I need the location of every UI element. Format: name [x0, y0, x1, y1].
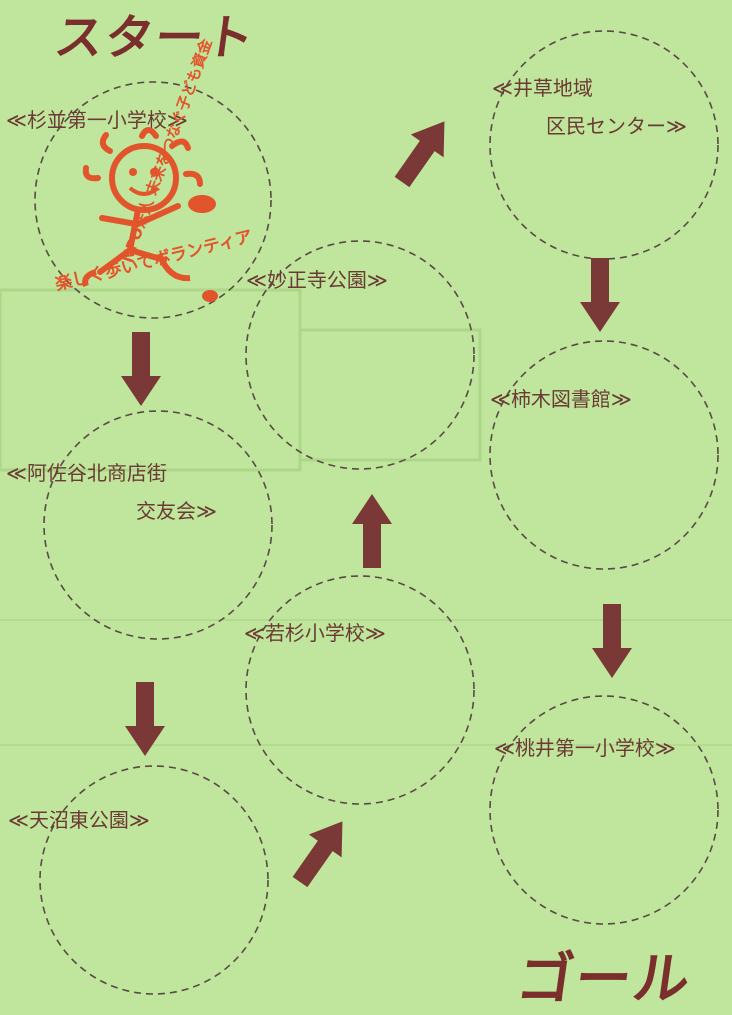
station-suginami: [28, 75, 278, 325]
station-momoi: [484, 690, 724, 930]
station-label-igusa-1: ≪井草地域: [492, 76, 593, 100]
station-label-amanuma: ≪天沼東公園≫: [8, 808, 150, 832]
station-label-myoshoji: ≪妙正寺公園≫: [246, 268, 388, 292]
arrow-down-icon: [580, 258, 620, 332]
arrow-down-icon: [592, 604, 632, 678]
start-stamp: NPO法人 未来をつなぐ子ども資金 楽しく歩いてボランティア: [30, 36, 260, 311]
station-asagaya: [38, 405, 278, 645]
arrow-down-icon: [125, 682, 165, 756]
station-label-asagaya-2: 交友会≫: [136, 499, 217, 523]
station-label-momoi: ≪桃井第一小学校≫: [494, 736, 676, 760]
station-label-asagaya-1: ≪阿佐谷北商店街: [6, 461, 167, 485]
mascot-icon: [82, 127, 218, 302]
arrow-up-right-icon: [283, 809, 359, 894]
station-label-suginami: ≪杉並第一小学校≫: [6, 108, 188, 132]
station-amanuma: [34, 760, 274, 1000]
station-myoshoji: [240, 235, 480, 475]
arrow-down-icon: [121, 332, 161, 406]
station-label-igusa-2: 区民センター≫: [546, 114, 687, 138]
station-label-kakinoki: ≪柿木図書館≫: [490, 387, 632, 411]
station-kakinoki: [484, 335, 724, 575]
station-igusa: [484, 25, 724, 265]
arrow-up-right-icon: [385, 109, 461, 194]
station-wakasugi: [240, 570, 480, 810]
station-label-wakasugi: ≪若杉小学校≫: [244, 621, 386, 645]
arrow-up-icon: [352, 494, 392, 568]
